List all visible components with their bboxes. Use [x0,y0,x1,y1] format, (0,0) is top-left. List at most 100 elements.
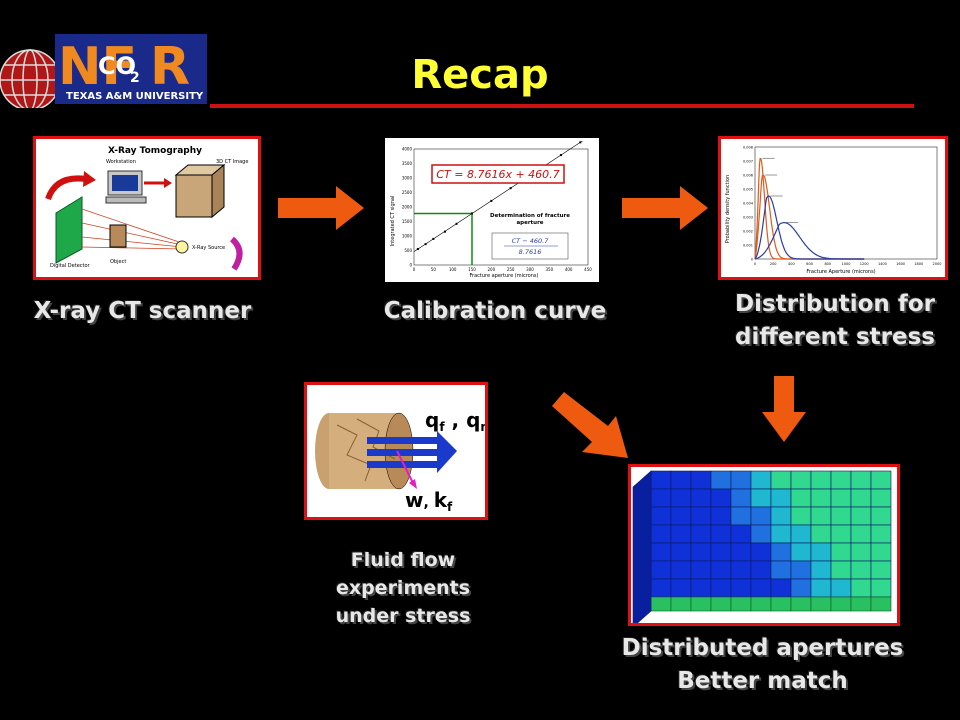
ct-scanner-panel: X-Ray Tomography Workstation 3D CT Image [33,136,261,280]
grid-cell [690,488,712,508]
grid-cell [830,560,852,580]
calibration-panel: Integrated CT signal Fracture aperture (… [385,138,599,282]
grid-front-cell [850,596,872,612]
distribution-caption: Distribution for different stress [700,288,960,354]
grid-cell [730,542,752,562]
grid-cell [810,488,832,508]
calibration-inset-title-2: aperture [516,220,543,226]
grid-cell [670,578,692,598]
fluid-flow-panel: qf , qm w, kf [304,382,493,520]
apertures-caption: Distributed apertures Better match [590,632,935,698]
x-tick-label: 150 [468,267,476,272]
grid-cell [870,524,892,544]
y-tick-label: 500 [404,248,412,253]
grid-cell [750,470,772,490]
logo-sub: 2 [130,70,140,86]
grid-cell [870,578,892,598]
grid-front-cell [670,596,692,612]
x-tick-label: 1400 [878,262,887,266]
grid-cell [810,560,832,580]
grid-cell [690,578,712,598]
data-point [579,141,582,144]
y-tick-label: 1000 [402,234,413,239]
grid-cell [650,578,672,598]
distribution-series-line [754,222,865,260]
fluid-flow-caption-line1: Fluid flow [350,549,456,571]
calibration-equation: CT = 8.7616x + 460.7 [436,168,559,181]
data-point [471,212,473,215]
calibration-ylabel: Integrated CT signal [390,196,396,247]
grid-cell [870,542,892,562]
xray-source-icon [175,240,189,254]
grid-cell [830,488,852,508]
grid-cell [830,542,852,562]
x-tick-label: 600 [806,262,813,266]
logo-nf: NF [58,37,137,97]
grid-cell [730,560,752,580]
x-tick-label: 250 [507,267,515,272]
y-tick-label: 0.006 [743,174,753,178]
fluid-flow-caption-line2: experiments [335,577,471,599]
grid-cell [790,488,812,508]
grid-cell [810,524,832,544]
grid-front-cell [870,596,892,612]
grid-cell [850,560,872,580]
x-tick-label: 400 [788,262,795,266]
grid-cell [690,470,712,490]
grid-front-cell [810,596,832,612]
grid-cell [850,506,872,526]
grid-cell [710,506,732,526]
x-tick-label: 50 [431,267,437,272]
calibration-inset-title-1: Determination of fracture [490,213,570,219]
ct-detector-label: Digital Detector [50,263,91,269]
data-point [416,248,419,251]
title-underline [210,104,914,108]
x-tick-label: 1800 [914,262,923,266]
detector-panel-icon [55,196,83,264]
x-tick-label: 0 [413,267,416,272]
grid-cell [730,578,752,598]
grid-cell [710,542,732,562]
x-tick-label: 200 [770,262,777,266]
distribution-caption-line1: Distribution for [735,291,935,317]
grid-front-cell [790,596,812,612]
y-tick-label: 0.002 [743,230,753,234]
grid-cell [770,560,792,580]
data-point [490,199,493,202]
x-tick-label: 800 [824,262,831,266]
ct-image-label: 3D CT Image [216,159,248,165]
fluid-flow-illustration: qf , qm w, kf [315,408,493,514]
calibration-plot-frame [413,148,589,266]
grid-front-cell [770,596,792,612]
grid-cell [770,506,792,526]
grid-cell [670,470,692,490]
x-tick-label: 450 [584,267,592,272]
data-point [559,154,562,157]
grid-cell [850,524,872,544]
grid-cell [750,560,772,580]
diagonal-arrow-icon [552,392,628,458]
grid-cell [770,488,792,508]
grid-cell [770,542,792,562]
grid-cell [690,524,712,544]
distribution-panel: Probability density function Fracture Ap… [718,136,948,280]
grid-cell [710,560,732,580]
grid-cell [650,524,672,544]
slide-title: Recap [411,52,549,98]
grid-cell [670,560,692,580]
width-arrow-icon [396,450,417,489]
x-tick-label: 1000 [842,262,851,266]
x-tick-label: 200 [488,267,496,272]
y-tick-label: 0.005 [743,188,753,192]
ct-source-label: X-Ray Source [192,245,225,251]
distribution-series-line [754,158,865,260]
grid-cell [750,578,772,598]
y-tick-label: 0 [751,258,753,262]
distribution-xlabel: Fracture Aperture (microns) [806,269,875,275]
apertures-caption-line1: Distributed apertures [621,635,904,661]
aperture-grid-model [632,470,892,628]
y-tick-label: 0.004 [743,202,754,206]
x-tick-label: 2000 [933,262,942,266]
grid-cell [710,524,732,544]
grid-cell [670,506,692,526]
